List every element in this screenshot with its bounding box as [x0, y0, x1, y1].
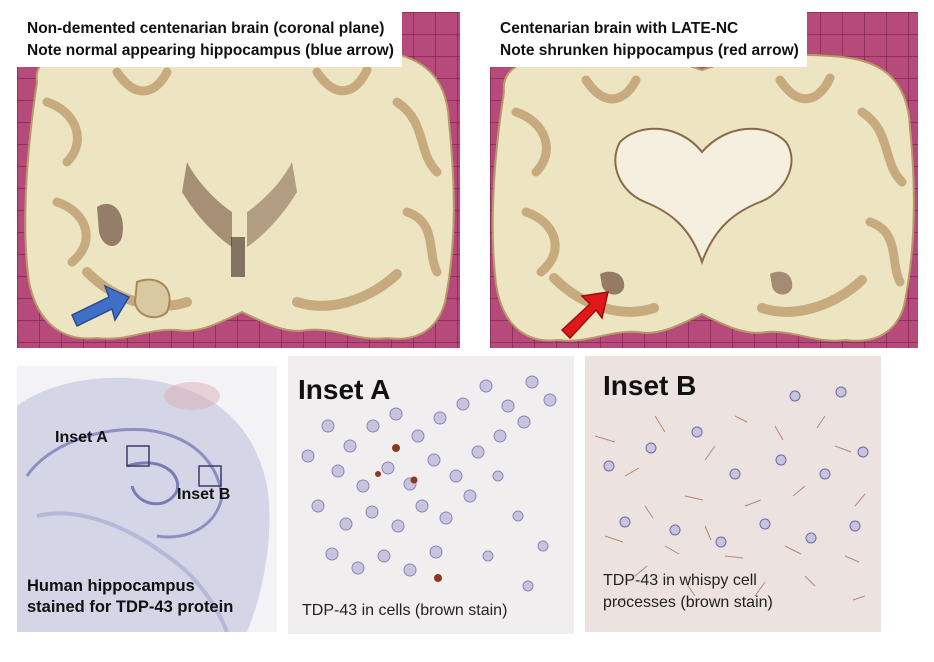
normal-brain-photo: Non-demented centenarian brain (coronal …: [17, 12, 460, 348]
inset-b-title: Inset B: [603, 370, 697, 401]
caption-line-1: Centenarian brain with LATE-NC: [500, 20, 739, 37]
caption-line-1: Non-demented centenarian brain (coronal …: [27, 20, 385, 37]
caption-line-2: Note normal appearing hippocampus (blue …: [27, 42, 394, 59]
caption-line-2: stained for TDP-43 protein: [27, 598, 234, 616]
inset-b-label: Inset B: [177, 486, 231, 503]
inset-a-caption: TDP-43 in cells (brown stain): [302, 602, 508, 619]
normal-brain-image: [17, 12, 460, 348]
hippocampus-caption: Human hippocampus stained for TDP-43 pro…: [27, 576, 233, 618]
caption-line-1: Human hippocampus: [27, 577, 195, 595]
late-nc-brain-caption: Centenarian brain with LATE-NC Note shru…: [490, 12, 807, 67]
late-nc-brain-image: [490, 12, 918, 348]
inset-a-image: [288, 356, 574, 634]
red-arrow: [560, 291, 609, 340]
inset-a-label: Inset A: [55, 429, 108, 446]
inset-b-panel: Inset B TDP-43 in whispy cell processes …: [585, 356, 881, 632]
inset-b-caption: TDP-43 in whispy cell processes (brown s…: [603, 570, 773, 614]
caption-line-2: processes (brown stain): [603, 594, 773, 611]
normal-brain-caption: Non-demented centenarian brain (coronal …: [17, 12, 402, 67]
inset-b-image: [585, 356, 881, 632]
blue-arrow: [71, 284, 131, 328]
inset-a-title: Inset A: [298, 374, 391, 405]
inset-b-box: [198, 465, 222, 487]
hippocampus-stain-image: [17, 366, 277, 632]
caption-line-2: Note shrunken hippocampus (red arrow): [500, 42, 799, 59]
late-nc-brain-photo: Centenarian brain with LATE-NC Note shru…: [490, 12, 918, 348]
hippocampus-overview-panel: Inset A Inset B Human hippocampus staine…: [17, 366, 277, 632]
inset-a-panel: Inset A TDP-43 in cells (brown stain): [288, 356, 574, 634]
inset-a-box: [126, 445, 150, 467]
caption-line-1: TDP-43 in whispy cell: [603, 572, 757, 589]
